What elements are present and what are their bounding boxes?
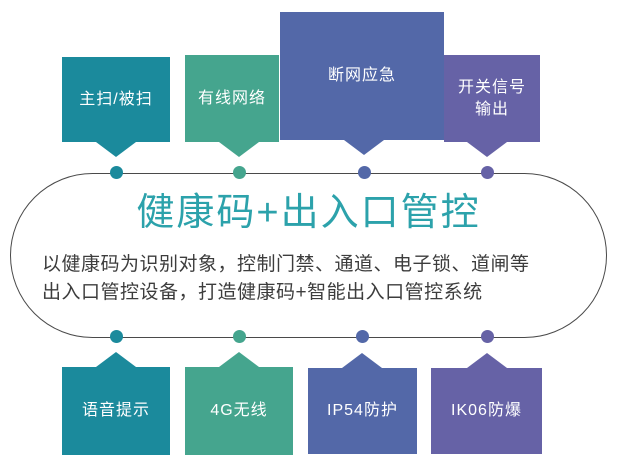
feature-label-ik06-vandal-proof: IK06防爆 <box>451 402 522 419</box>
connector-dot-bottom-purple <box>481 330 494 343</box>
connector-dot-top-purple <box>481 166 494 179</box>
diagram-title: 健康码+出入口管控 <box>136 192 481 234</box>
feature-box-scan-mode: 主扫/被扫 <box>62 57 170 157</box>
feature-box-voice-prompt: 语音提示 <box>62 352 170 455</box>
feature-label-scan-mode: 主扫/被扫 <box>79 90 153 108</box>
feature-box-ip54-protection: IP54防护 <box>308 353 417 454</box>
connector-dot-bottom-green <box>233 330 246 343</box>
feature-label-4g-wireless: 4G无线 <box>210 402 268 419</box>
feature-label-voice-prompt: 语音提示 <box>81 402 150 419</box>
connector-dot-bottom-blue <box>356 330 369 343</box>
center-stadium-outline <box>10 173 607 338</box>
diagram-description: 以健康码为识别对象，控制门禁、通道、电子锁、道闸等出入口管控设备，打造健康码+智… <box>42 254 530 303</box>
feature-label-switch-signal-output: 开关信号 输出 <box>457 78 526 118</box>
connector-dot-top-blue <box>358 166 371 179</box>
feature-box-4g-wireless: 4G无线 <box>185 352 293 455</box>
feature-label-ip54-protection: IP54防护 <box>327 402 398 419</box>
connector-dot-top-green <box>233 166 246 179</box>
feature-box-offline-emergency: 断网应急 <box>280 12 444 155</box>
connector-dot-bottom-teal <box>110 330 123 343</box>
feature-label-offline-emergency: 断网应急 <box>327 67 396 84</box>
feature-box-ik06-vandal-proof: IK06防爆 <box>431 353 542 454</box>
feature-box-switch-signal-output: 开关信号 输出 <box>444 55 540 157</box>
feature-box-wired-network: 有线网络 <box>185 55 279 157</box>
connector-dot-top-teal <box>110 166 123 179</box>
feature-label-wired-network: 有线网络 <box>197 89 266 107</box>
